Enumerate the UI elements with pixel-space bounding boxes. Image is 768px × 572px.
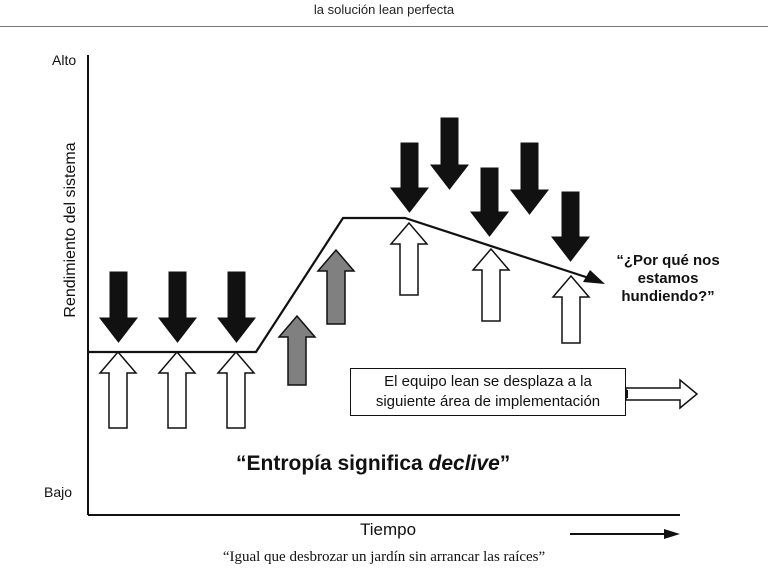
performance-line [88, 216, 596, 354]
team-box-marker [624, 390, 628, 398]
header-text: la solución lean perfecta [313, 2, 455, 17]
header-divider [0, 26, 768, 27]
entropy-title-suffix: ” [499, 452, 511, 475]
white-up-arrow [157, 350, 197, 429]
question-callout: “¿Por qué nos estamos hundiendo?” [598, 252, 738, 306]
white-up-arrow [98, 350, 138, 429]
black-down-arrow [157, 271, 198, 343]
white-up-arrow [551, 274, 591, 344]
black-down-arrow [469, 167, 510, 237]
x-axis-title: Tiempo [360, 520, 417, 539]
black-down-arrow [389, 142, 430, 213]
team-box-line-1: El equipo lean se desplaza a la [384, 373, 592, 390]
black-down-arrow [509, 142, 550, 215]
figure-caption: “Igual que desbrozar un jardín sin arran… [222, 549, 546, 565]
question-line-1: “¿Por qué nos [616, 252, 720, 269]
black-down-arrow [429, 117, 470, 190]
black-down-arrow [550, 191, 591, 262]
y-axis-low-label: Bajo [44, 484, 73, 500]
white-up-arrow [471, 247, 511, 322]
entropy-title-emphasis: declive [428, 452, 500, 475]
y-axis-high-label: Alto [52, 52, 77, 68]
white-up-arrow [216, 350, 256, 429]
team-move-box: El equipo lean se desplaza a la siguient… [350, 368, 626, 416]
question-line-2: estamos [637, 270, 699, 287]
entropy-title: “Entropía significa declive” [236, 452, 510, 476]
entropy-title-prefix: “Entropía significa [236, 452, 429, 475]
white-up-arrow [389, 221, 429, 296]
black-down-arrow [216, 271, 257, 343]
gray-up-arrow [316, 248, 356, 325]
gray-up-arrow [277, 314, 317, 386]
question-line-3: hundiendo?” [621, 288, 715, 305]
team-box-line-2: siguiente área de implementación [375, 393, 601, 410]
y-axis-title: Rendimiento del sistema [62, 142, 79, 318]
time-arrow-head [664, 529, 680, 539]
black-down-arrow [98, 271, 139, 343]
performance-line-arrowhead [583, 270, 605, 284]
team-move-arrow [625, 378, 699, 410]
